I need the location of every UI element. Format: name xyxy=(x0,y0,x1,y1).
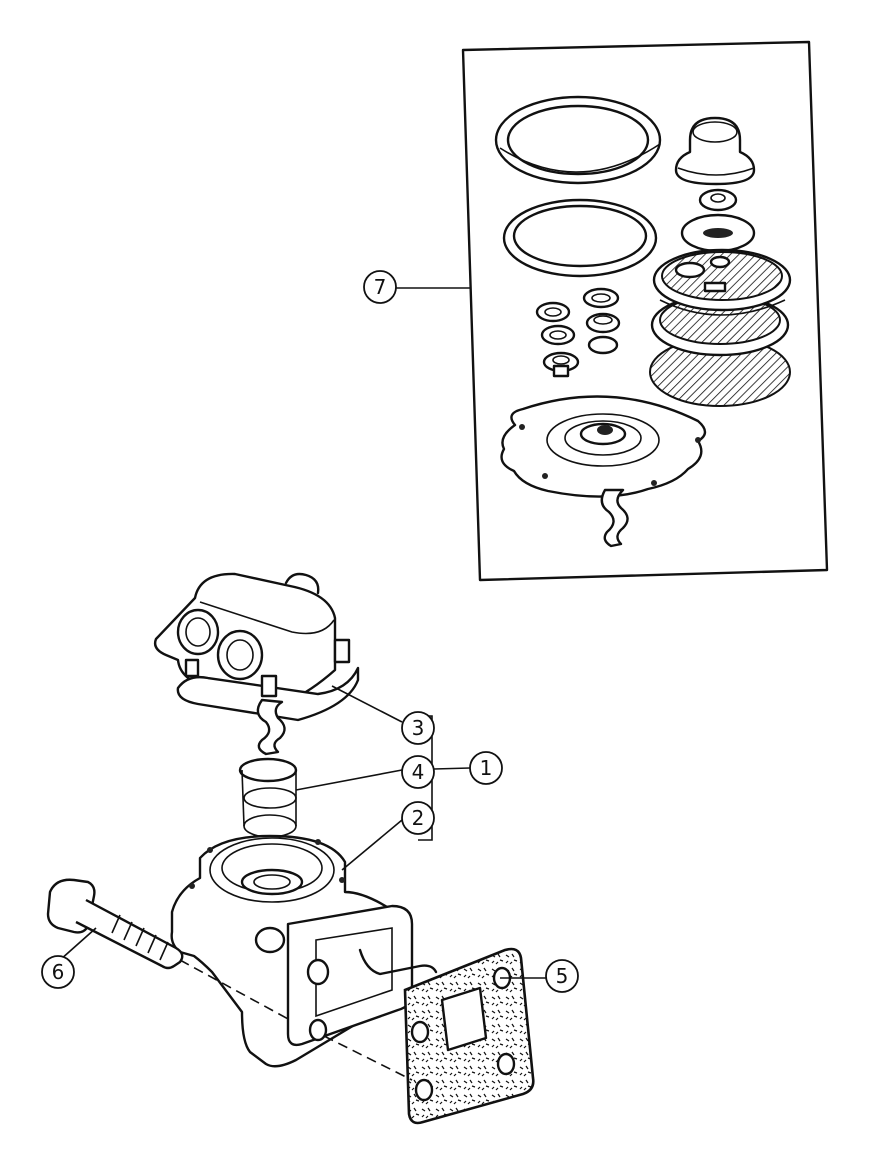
callout-6-label: 6 xyxy=(52,960,65,984)
o-ring-seal xyxy=(502,198,658,278)
callout-1: 1 xyxy=(469,751,503,785)
callout-4-label: 4 xyxy=(412,760,425,784)
pump-body xyxy=(170,834,438,1068)
valve-cap xyxy=(674,116,756,186)
callout-2: 2 xyxy=(401,801,435,835)
valve-disc xyxy=(680,213,756,253)
callout-5: 5 xyxy=(545,959,579,993)
leader-lines xyxy=(59,287,546,979)
diaphragm-plates xyxy=(649,248,792,407)
large-seal-ring xyxy=(494,95,662,185)
pump-cover xyxy=(153,572,360,756)
callout-7-label: 7 xyxy=(374,275,387,299)
diaphragm-assembly xyxy=(500,395,707,548)
assembly-guide-lines xyxy=(179,959,413,1081)
pump-spring xyxy=(238,757,298,838)
check-valves xyxy=(535,287,621,378)
callout-4: 4 xyxy=(401,755,435,789)
flange-gasket xyxy=(403,947,535,1125)
callout-3-label: 3 xyxy=(412,716,425,740)
callout-2-label: 2 xyxy=(412,806,425,830)
callout-7: 7 xyxy=(363,270,397,304)
repair-kit-box xyxy=(461,40,829,582)
callout-1-label: 1 xyxy=(480,756,493,780)
callout-3: 3 xyxy=(401,711,435,745)
small-washer xyxy=(698,188,738,212)
callout-6: 6 xyxy=(41,955,75,989)
mounting-bolt xyxy=(46,878,184,970)
callout-5-label: 5 xyxy=(556,964,569,988)
